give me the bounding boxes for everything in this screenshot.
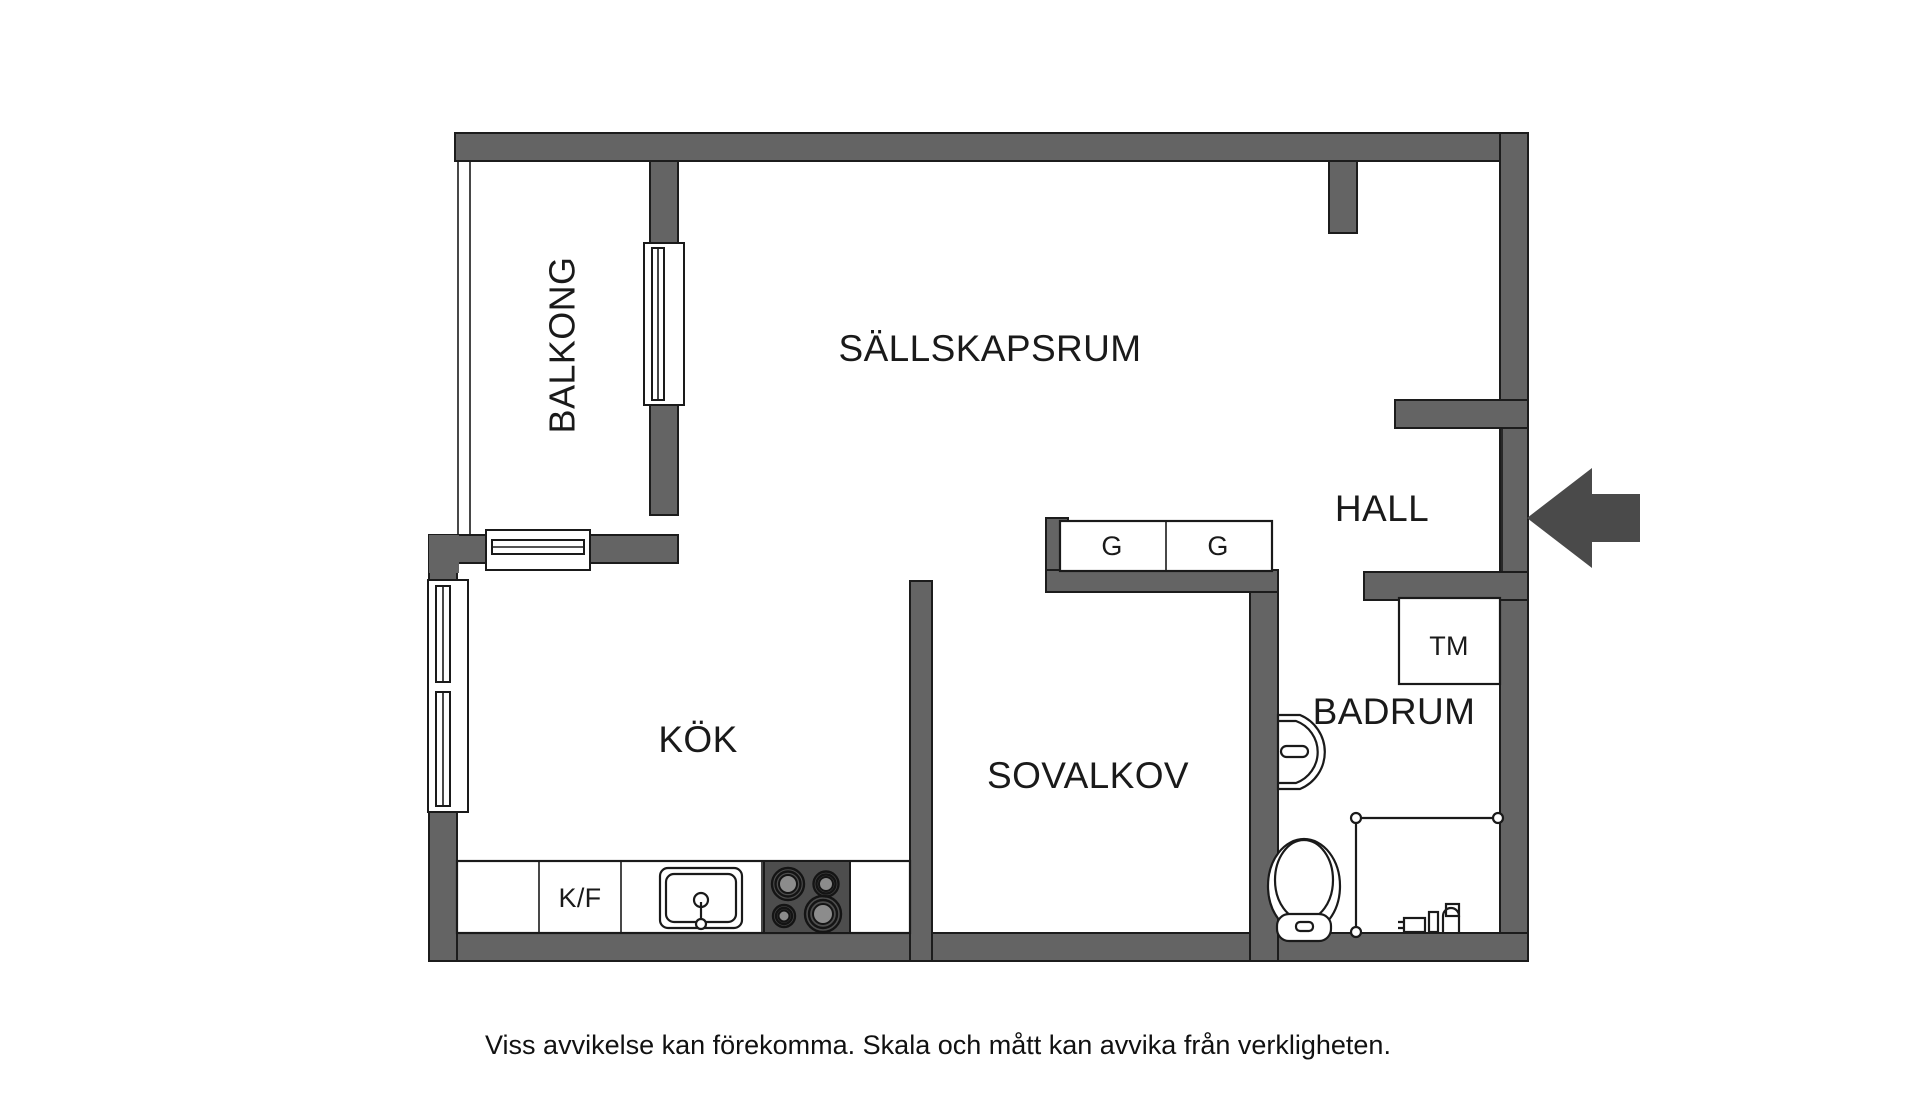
wardrobe-right-label: G <box>1207 531 1228 561</box>
room-label-balkong: BALKONG <box>542 257 583 434</box>
wall-hall-bathroom-divider <box>1363 571 1529 601</box>
openings-group <box>427 242 1640 813</box>
fridge-freezer-label: K/F <box>559 883 602 913</box>
kitchen-window[interactable] <box>427 579 469 813</box>
entrance-arrow-icon <box>1527 468 1640 568</box>
room-label-hall: HALL <box>1335 488 1429 529</box>
wall-balcony-bottom-right <box>584 534 679 564</box>
balcony-window[interactable] <box>485 529 591 571</box>
wall-hall-stub-top <box>1328 160 1358 234</box>
outline-group <box>457 161 1503 572</box>
wall-group <box>428 132 1529 962</box>
wall-balcony-divider-upper <box>649 160 679 246</box>
wall-bottom-outer <box>428 932 1529 962</box>
wall-right-outer <box>1499 132 1529 962</box>
wardrobe-left-label: G <box>1101 531 1122 561</box>
room-label-sovalkov: SOVALKOV <box>987 755 1189 796</box>
washing-machine-label: TM <box>1429 631 1469 661</box>
room-label-sallskapsrum: SÄLLSKAPSRUM <box>839 328 1142 369</box>
fixture-washing-machine: TM <box>1397 596 1502 686</box>
kitchen-counter-dividers <box>538 861 763 933</box>
fixture-kitchen-sink <box>658 866 744 931</box>
fixture-wash-basin <box>1276 713 1326 791</box>
fixture-shower-mixer <box>1398 902 1461 934</box>
wardrobe-group: G G <box>1058 519 1274 573</box>
disclaimer-caption: Viss avvikelse kan förekomma. Skala och … <box>485 1030 1391 1060</box>
wall-hall-horizontal-upper <box>1394 399 1529 429</box>
fixture-fridge-freezer: K/F <box>559 883 602 913</box>
fixture-toilet <box>1266 837 1342 943</box>
fixture-shower-rail <box>1349 811 1505 939</box>
room-label-badrum: BADRUM <box>1313 691 1476 732</box>
room-label-kok: KÖK <box>658 719 737 760</box>
bathroom-fixtures: TM <box>1266 596 1505 943</box>
wall-balcony-bottom-corner <box>429 535 459 573</box>
room-labels: BALKONG SÄLLSKAPSRUM KÖK SOVALKOV HALL B… <box>542 257 1476 796</box>
wall-balcony-divider-lower <box>649 402 679 516</box>
kitchen-fixtures: K/F <box>455 859 912 935</box>
balcony-outline <box>457 161 471 535</box>
wall-sovalkov-left <box>909 580 933 962</box>
wall-wardrobe-bottom <box>1045 569 1279 593</box>
wall-top-outer <box>454 132 1529 162</box>
balcony-door[interactable] <box>643 242 685 406</box>
fixture-cooktop <box>763 860 851 934</box>
